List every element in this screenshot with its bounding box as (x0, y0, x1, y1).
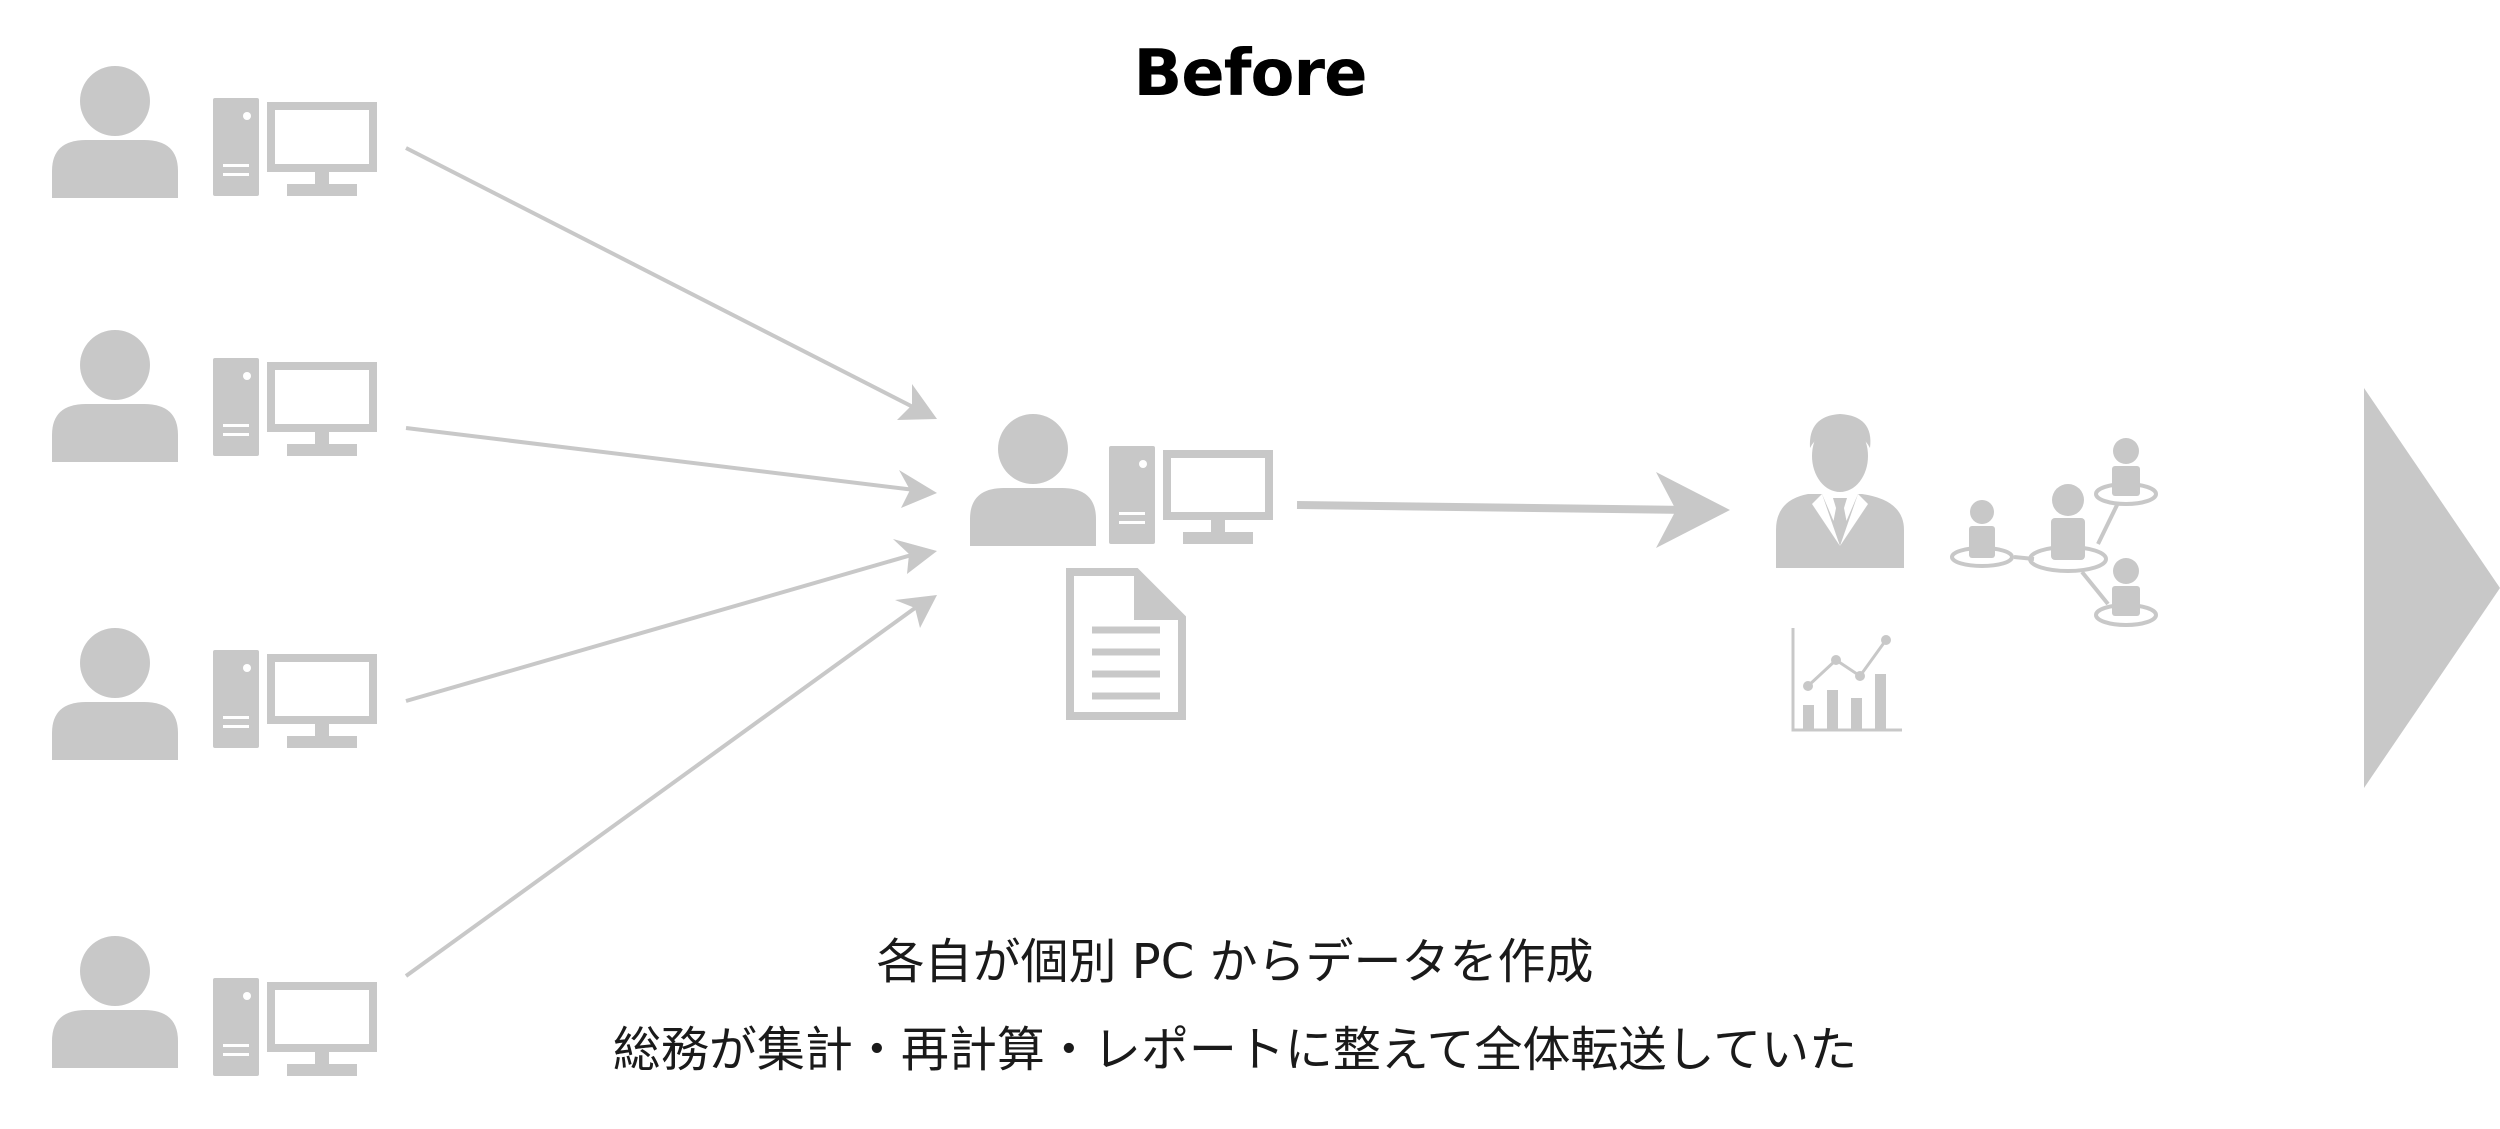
desktop-pc-icon (213, 650, 377, 748)
arrow-line-icon (405, 146, 916, 410)
desktop-pc-icon (213, 358, 377, 456)
arrowhead-icon (1656, 472, 1730, 548)
arrowhead-icon (895, 595, 937, 628)
person-icon (52, 628, 178, 760)
person-icon (970, 414, 1096, 546)
businessman-icon (1776, 414, 1904, 568)
user-pc-3 (52, 628, 377, 760)
desktop-pc-icon (1109, 446, 1273, 544)
caption-line-2: 総務が集計・再計算・レポートに整えて全体転送していた (612, 1022, 1858, 1078)
network-people-icon (1950, 438, 2158, 627)
general-affairs-pc (970, 414, 1273, 546)
arrowhead-icon (897, 384, 937, 420)
chart-icon (1791, 628, 1902, 732)
next-step-triangle-icon (2364, 388, 2500, 788)
caption-line-1: 各自が個別 PC からデータを作成 (876, 934, 1594, 990)
main-arrow (1296, 472, 1730, 548)
document-icon (1066, 568, 1186, 720)
arrowheads (893, 384, 937, 628)
arrowhead-icon (893, 539, 937, 574)
person-icon (52, 330, 178, 462)
arrow-line-icon (405, 552, 916, 703)
arrowhead-icon (899, 470, 937, 508)
arrow-line-icon (404, 606, 917, 978)
user-pc-2 (52, 330, 377, 462)
page-title: Before (1133, 37, 1368, 111)
converging-arrows (404, 146, 917, 978)
arrow-line-icon (405, 426, 916, 492)
